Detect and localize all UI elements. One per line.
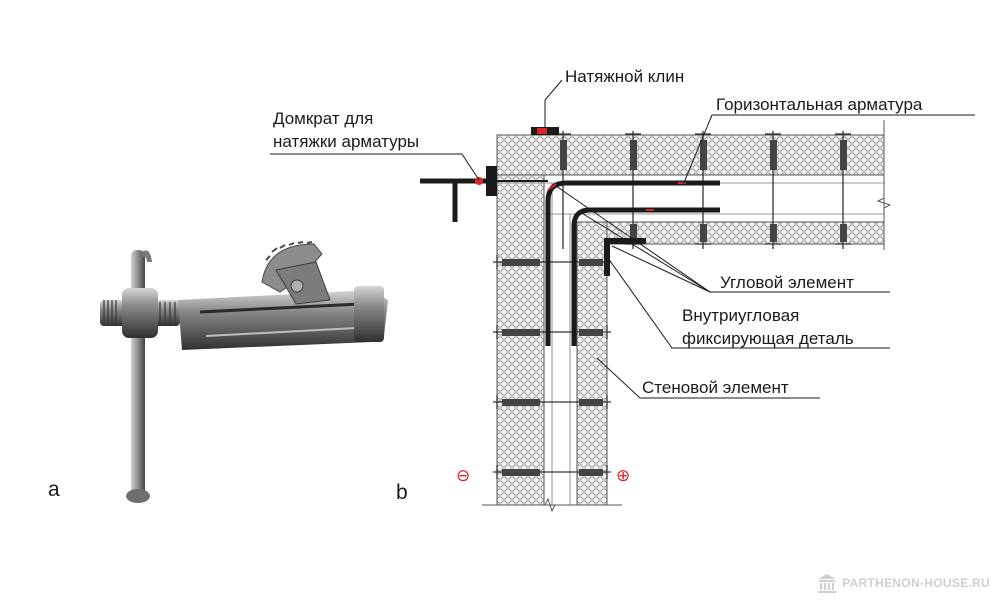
outer-wall-foam [496,134,545,506]
minus-symbol: ⊖ [456,466,470,486]
drawing-jack [420,166,548,222]
label-jack-line1: Домкрат для [273,109,374,128]
label-corner-element: Угловой элемент [720,273,854,292]
corner-drawing [270,79,975,513]
side-wall-clips [502,259,603,476]
panel-letter-b: b [396,481,408,504]
temple-logo-icon [818,574,837,593]
inner-wall-foam [576,221,608,506]
jack-nut [122,288,158,338]
label-wall-element: Стеновой элемент [642,378,789,397]
label-tension-wedge: Натяжной клин [565,67,685,86]
label-inner-corner-line2: фиксирующая деталь [682,329,854,348]
label-inner-corner-line1: Внутриугловая [682,306,800,325]
label-horizontal-rebar: Горизонтальная арматура [716,95,923,114]
watermark: PARTHENON-HOUSE.RU [816,572,990,594]
leader-lines [270,79,975,399]
jack-handle-end [126,489,150,503]
inner-rebar [571,207,720,346]
label-jack-line2: натяжки арматуры [273,132,420,151]
watermark-text: PARTHENON-HOUSE.RU [842,576,990,590]
top-wall-foam [496,134,885,176]
top-wall-clips [560,140,847,242]
panel-letter-a: a [48,478,60,501]
plus-symbol: ⊕ [616,466,630,486]
jack-photo [100,241,388,503]
jack-handle [131,250,145,498]
inner-corner-bracket [604,238,646,276]
